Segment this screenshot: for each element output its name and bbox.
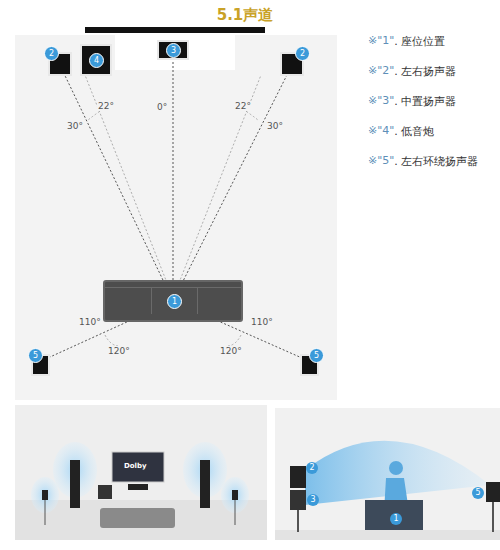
angle-label: 22° xyxy=(97,101,115,111)
angle-guides xyxy=(85,75,261,346)
sound-line xyxy=(173,60,174,280)
legend-text: . 左右环绕扬声器 xyxy=(394,154,478,169)
legend-text: . 中置扬声器 xyxy=(394,94,456,109)
surround-speaker xyxy=(42,490,48,500)
center-speaker xyxy=(128,484,148,490)
callout-number: 1 xyxy=(167,294,182,309)
angle-label: 22° xyxy=(234,101,252,111)
legend-key: ※"1" xyxy=(368,34,394,49)
speaker-stand xyxy=(235,500,236,525)
speaker-stand xyxy=(297,510,299,532)
callout-number: 1 xyxy=(390,513,402,525)
room-floor xyxy=(15,35,337,400)
side-floor xyxy=(275,530,500,540)
sound-line xyxy=(65,76,163,280)
legend-row: ※"3". 中置扬声器 xyxy=(368,94,456,109)
callout-number: 2 xyxy=(44,46,59,61)
diagram-title: 5.1声道 xyxy=(217,6,274,25)
speaker-center: 3 xyxy=(157,40,189,60)
surround-speaker-side xyxy=(486,482,500,502)
legend-key: ※"4" xyxy=(368,124,394,139)
sofa-view xyxy=(100,508,175,528)
callout-number: 5 xyxy=(309,348,324,363)
legend-row: ※"5". 左右环绕扬声器 xyxy=(368,154,478,169)
front-speaker xyxy=(70,460,80,508)
legend-text: . 座位位置 xyxy=(394,34,445,49)
legend-text: . 左右扬声器 xyxy=(394,64,456,79)
seat-sofa: 1 xyxy=(103,280,243,322)
callout-number: 3 xyxy=(307,494,319,506)
angle-label: 0° xyxy=(156,102,168,112)
listener-head xyxy=(389,461,403,475)
surround-speaker xyxy=(232,490,238,500)
tv-screen xyxy=(112,452,164,482)
speaker-sub: 4 xyxy=(80,44,112,76)
callout-number: 2 xyxy=(306,462,318,474)
sofa-cushion-line xyxy=(151,288,152,314)
side-view xyxy=(275,408,500,540)
speaker-surround: 5 xyxy=(28,348,50,376)
speaker-stand xyxy=(492,502,494,532)
angle-label: 110° xyxy=(250,317,274,327)
legend-row: ※"4". 低音炮 xyxy=(368,124,434,139)
sofa-cushion-line xyxy=(197,288,198,314)
legend-row: ※"2". 左右扬声器 xyxy=(368,64,456,79)
legend-row: ※"1". 座位位置 xyxy=(368,34,445,49)
speaker-speaker: 2 xyxy=(280,46,308,76)
front-speaker-side xyxy=(290,466,306,488)
callout-number: 5 xyxy=(28,348,43,363)
room-view xyxy=(15,405,267,540)
speaker-speaker: 2 xyxy=(44,46,72,76)
legend-text: . 低音炮 xyxy=(394,124,434,139)
callout-number: 2 xyxy=(295,46,310,61)
center-speaker-side xyxy=(290,490,306,510)
speaker-stand xyxy=(45,500,46,525)
callout-number: 5 xyxy=(472,487,484,499)
legend-key: ※"5" xyxy=(368,154,394,169)
callout-number: 3 xyxy=(166,43,181,58)
subwoofer xyxy=(98,485,112,499)
speaker-surround: 5 xyxy=(300,348,322,376)
angle-label: 120° xyxy=(107,346,131,356)
sound-line xyxy=(184,76,287,280)
callout-number: 4 xyxy=(89,53,104,68)
angle-label: 30° xyxy=(66,121,84,131)
angle-label: 110° xyxy=(78,317,102,327)
legend-key: ※"2" xyxy=(368,64,394,79)
angle-label: 120° xyxy=(219,346,243,356)
tv-stand xyxy=(115,35,235,70)
legend-key: ※"3" xyxy=(368,94,394,109)
front-speaker xyxy=(200,460,210,508)
tv-bar xyxy=(85,27,265,33)
logo-text: Dolby xyxy=(124,462,147,470)
sofa-back-line xyxy=(105,287,241,288)
sofa-side xyxy=(365,500,423,530)
angle-label: 30° xyxy=(266,121,284,131)
